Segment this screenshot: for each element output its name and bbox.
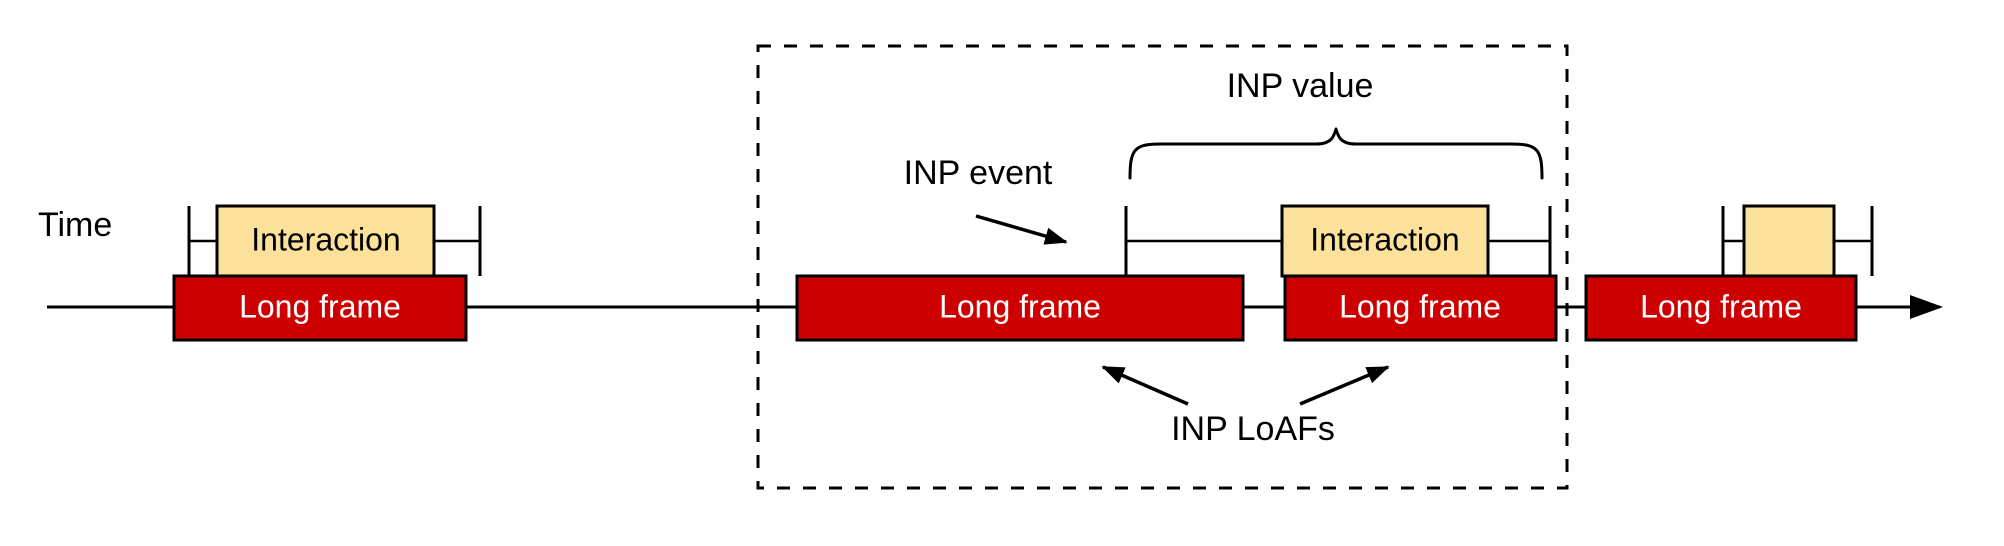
interaction-box-middle-label: Interaction bbox=[1310, 221, 1459, 257]
interaction-box-left bbox=[215, 204, 436, 278]
long-frame-left-label: Long frame bbox=[239, 288, 401, 324]
inp-event-label: INP event bbox=[904, 154, 1053, 192]
inp-value-brace bbox=[1128, 127, 1544, 180]
group-right: Long frame bbox=[1584, 204, 1874, 342]
group-middle: Long frame Long frame Interaction bbox=[795, 204, 1558, 342]
inp-loafs-label: INP LoAFs bbox=[1171, 410, 1335, 448]
inp-loafs-arrow-left bbox=[1101, 365, 1189, 406]
inp-value-label: INP value bbox=[1227, 67, 1374, 105]
long-frame-right-label: Long frame bbox=[1640, 288, 1802, 324]
inp-event-annotation: INP event bbox=[904, 154, 1068, 245]
group-left: Long frame Interaction bbox=[172, 204, 482, 342]
inp-loafs-annotation: INP LoAFs bbox=[1101, 365, 1390, 448]
long-frame-middle-first bbox=[795, 274, 1245, 342]
inp-event-arrow bbox=[975, 214, 1068, 245]
long-frame-left bbox=[172, 274, 468, 342]
interaction-box-middle bbox=[1280, 204, 1490, 278]
interaction-box-left-label: Interaction bbox=[251, 221, 400, 257]
inp-loafs-arrow-right bbox=[1299, 365, 1390, 406]
long-frame-middle-second-label: Long frame bbox=[1339, 288, 1501, 324]
interaction-box-right bbox=[1742, 204, 1836, 278]
long-frame-right bbox=[1584, 274, 1858, 342]
long-frame-middle-first-label: Long frame bbox=[939, 288, 1101, 324]
inp-value-annotation: INP value bbox=[1128, 67, 1544, 180]
time-axis-label: Time bbox=[38, 206, 112, 244]
